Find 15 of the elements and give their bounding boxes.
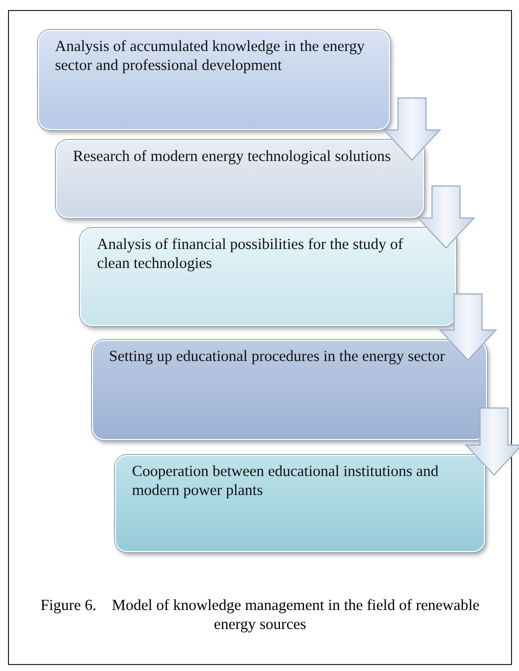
box-text: Analysis of financial possibilities for the study of clean technologies [97, 235, 404, 273]
box-text: Analysis of accumulated knowledge in the energy sector and professional development [55, 37, 366, 75]
box-text: Research of modern energy technological solutions [73, 147, 392, 166]
process-box [56, 140, 424, 218]
process-box [92, 340, 487, 440]
figure-caption: Figure 6. Model of knowledge management in the field of renewable energy sources [39, 596, 481, 634]
block-arrow [382, 97, 442, 161]
block-arrow [438, 293, 498, 361]
box-text: Cooperation between educational institutions and modern power plants [132, 462, 440, 500]
block-arrow [464, 407, 519, 476]
box-text: Setting up educational procedures in the energy sector [109, 347, 446, 366]
process-box [115, 455, 485, 552]
process-box [38, 30, 390, 130]
block-arrow [416, 185, 476, 249]
process-box [80, 228, 456, 326]
